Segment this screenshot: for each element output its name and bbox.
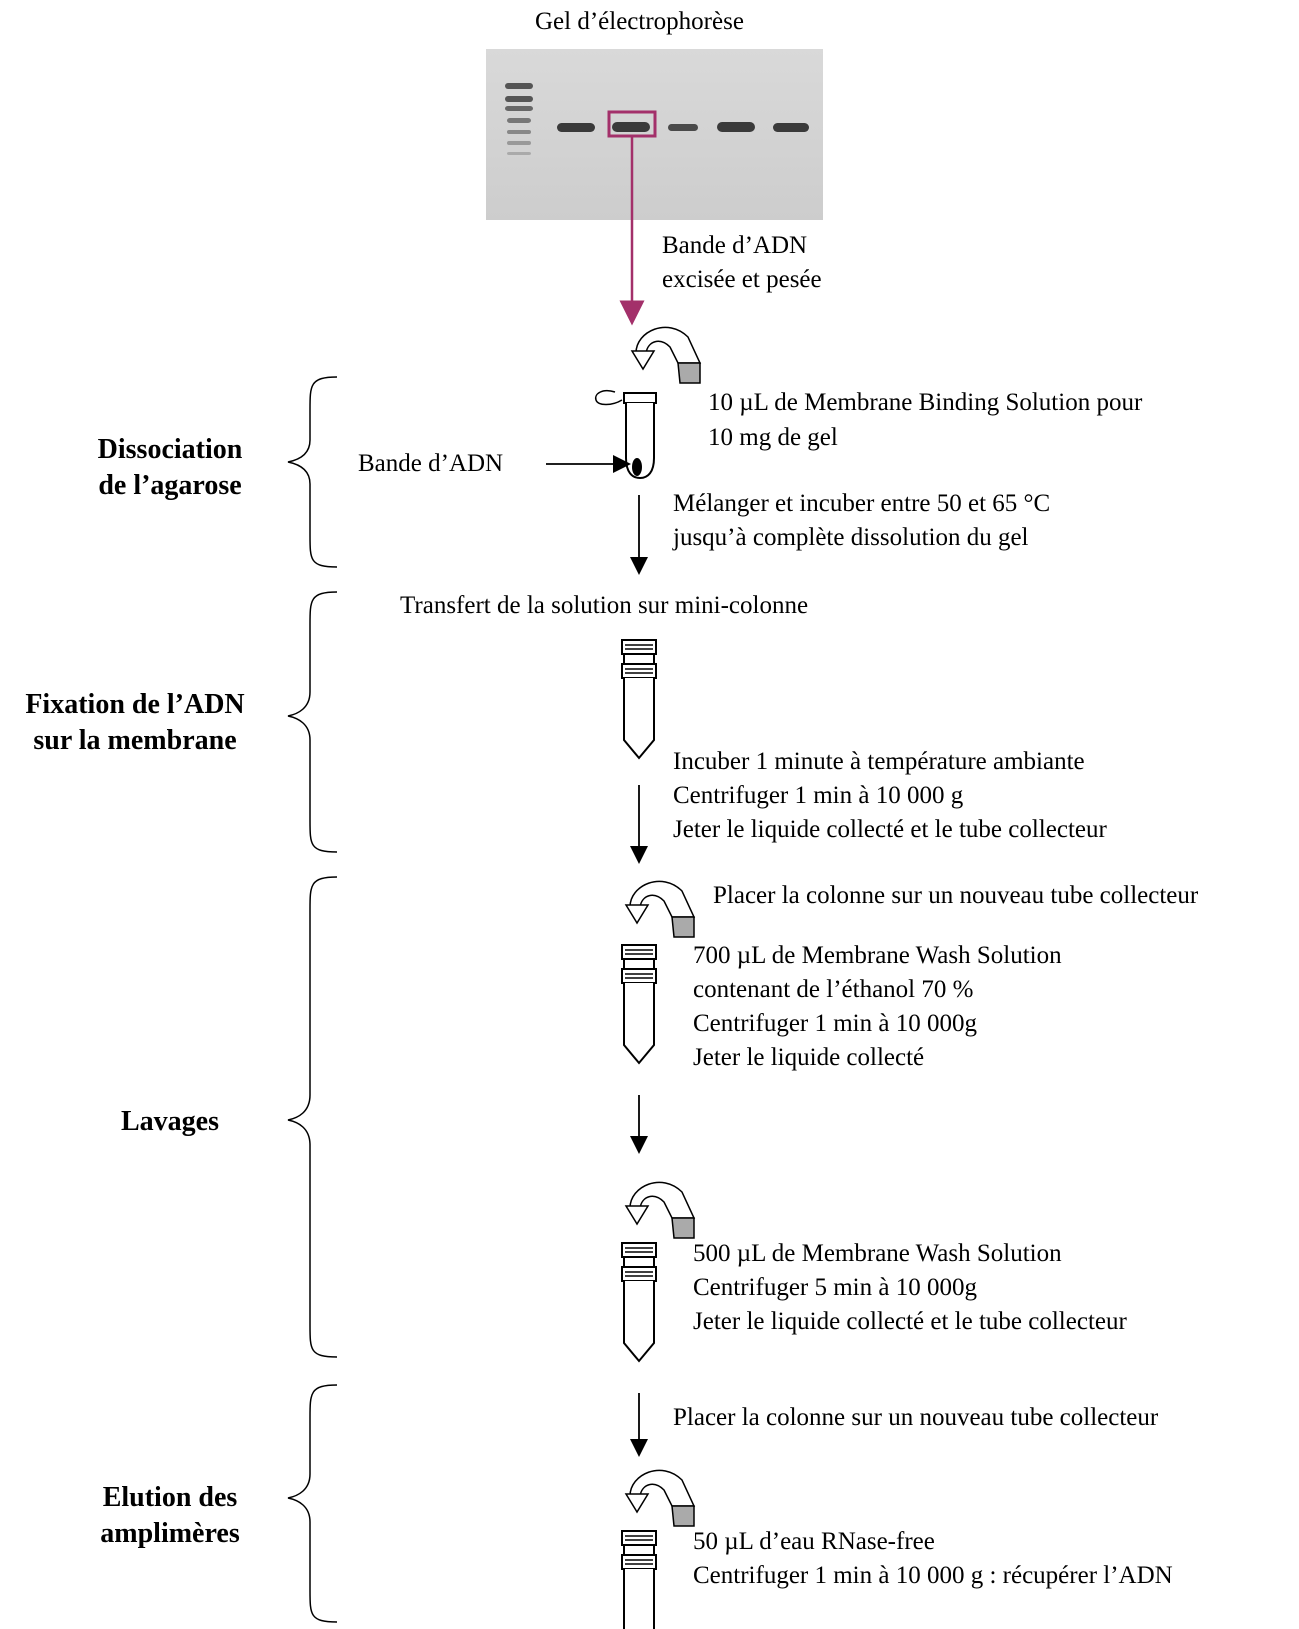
- invert-icon: [631, 326, 701, 384]
- column-tube-icon-3: [621, 1242, 657, 1362]
- band-in-tube-label: Bande d’ADN: [358, 450, 504, 477]
- transfer-text: Transfert de la solution sur mini-colonn…: [400, 592, 809, 619]
- fix-text-2: Centrifuger 1 min à 10 000 g: [673, 782, 964, 809]
- stage-label-1: Dissociation de l’agarose: [97, 434, 243, 501]
- gel-ladder: [505, 83, 533, 155]
- wash1-text-4: Jeter le liquide collecté: [693, 1044, 925, 1071]
- new-tube-text-2: Placer la colonne sur un nouveau tube co…: [673, 1404, 1159, 1431]
- invert-icon: [625, 880, 695, 938]
- invert-icon: [625, 1181, 695, 1239]
- stage-label-3: Lavages: [121, 1106, 219, 1137]
- wash2-text-3: Jeter le liquide collecté et le tube col…: [693, 1308, 1127, 1335]
- brace-stage-2: [287, 591, 338, 853]
- wash2-text-1: 500 µL de Membrane Wash Solution: [693, 1240, 1062, 1267]
- band-excised-label-2: excisée et pesée: [662, 266, 822, 293]
- new-tube-text-1: Placer la colonne sur un nouveau tube co…: [713, 882, 1199, 909]
- incubate-text-1: Mélanger et incuber entre 50 et 65 °C: [673, 490, 1051, 517]
- column-tube-icon-1: [621, 639, 657, 759]
- band-excised-label-1: Bande d’ADN: [662, 232, 808, 259]
- binding-text-2: 10 mg de gel: [708, 424, 838, 451]
- elution-text-1: 50 µL d’eau RNase-free: [693, 1528, 935, 1555]
- elution-text-2: Centrifuger 1 min à 10 000 g : récupérer…: [693, 1562, 1173, 1589]
- invert-icon: [625, 1469, 695, 1527]
- fix-text-3: Jeter le liquide collecté et le tube col…: [673, 816, 1107, 843]
- gel-bands: [557, 122, 809, 132]
- stage-label-2: Fixation de l’ADN sur la membrane: [25, 689, 245, 756]
- column-tube-icon-2: [621, 944, 657, 1064]
- wash1-text-3: Centrifuger 1 min à 10 000g: [693, 1010, 977, 1037]
- column-tube-icon-4: [621, 1530, 657, 1629]
- brace-stage-1: [287, 376, 338, 568]
- gel-title: Gel d’électrophorèse: [535, 8, 744, 35]
- wash1-text-1: 700 µL de Membrane Wash Solution: [693, 942, 1062, 969]
- fix-text-1: Incuber 1 minute à température ambiante: [673, 748, 1085, 775]
- brace-stage-3: [287, 876, 338, 1358]
- brace-stage-4: [287, 1384, 338, 1623]
- wash2-text-2: Centrifuger 5 min à 10 000g: [693, 1274, 977, 1301]
- binding-text-1: 10 µL de Membrane Binding Solution pour: [708, 389, 1143, 416]
- stage-label-4: Elution des amplimères: [100, 1482, 240, 1549]
- microtube-icon: [594, 389, 657, 480]
- incubate-text-2: jusqu’à complète dissolution du gel: [673, 524, 1029, 551]
- wash1-text-2: contenant de l’éthanol 70 %: [693, 976, 974, 1003]
